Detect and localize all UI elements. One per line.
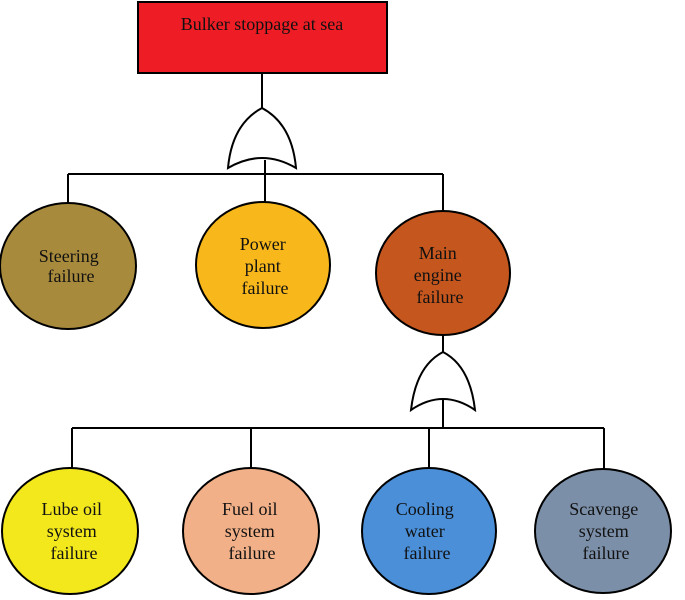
scavenge-label: Scavenge system failure (569, 499, 642, 563)
event-steering-failure (0, 202, 137, 330)
or-gate-engine-icon (409, 350, 477, 413)
cooling-water-label: Cooling water failure (396, 499, 459, 563)
or-gate-top-icon (226, 106, 298, 170)
event-scavenge-system-failure (534, 468, 672, 594)
event-cooling-water-failure (361, 467, 497, 595)
top-event-label: Bulker stoppage at sea (181, 14, 343, 34)
event-lube-oil-system-failure (1, 467, 139, 595)
lube-oil-label: Lube oil system failure (42, 499, 107, 563)
power-plant-label: Power plant failure (240, 234, 291, 298)
event-power-plant-failure (195, 201, 331, 329)
main-engine-label: Main engine failure (414, 243, 466, 307)
fuel-oil-label: Fuel oil system failure (222, 499, 282, 563)
event-fuel-oil-system-failure (182, 467, 320, 595)
top-event-box (137, 1, 388, 74)
steering-label: Steering failure (39, 246, 104, 286)
